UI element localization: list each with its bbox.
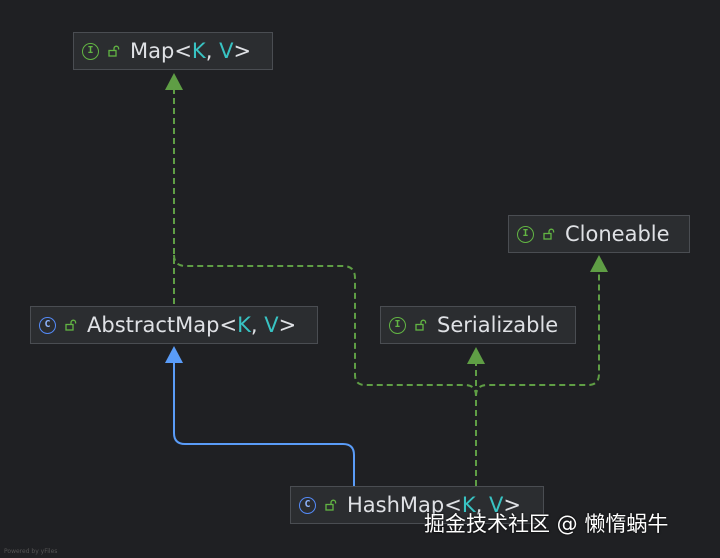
unlock-icon [415, 319, 427, 331]
edge-hashmap-extends-abstractmap [173, 363, 355, 486]
node-label: Serializable [437, 313, 559, 337]
unlock-icon [325, 499, 337, 511]
node-label: HashMap<K, V> [347, 493, 521, 517]
unlock-icon [108, 45, 120, 57]
unlock-icon [65, 319, 77, 331]
unlock-icon [543, 228, 555, 240]
arrowhead-serializable [467, 347, 485, 364]
node-hashmap[interactable]: C HashMap<K, V> [290, 486, 544, 524]
arrowhead-map [165, 73, 183, 90]
edge-hashmap-implements-cloneable [475, 272, 600, 486]
node-map[interactable]: I Map<K, V> [73, 32, 273, 70]
edge-hashmap-implements-map [173, 254, 477, 486]
corner-credit: Powered by yFiles [4, 548, 58, 555]
node-abstractmap[interactable]: C AbstractMap<K, V> [30, 306, 318, 344]
interface-icon: I [389, 316, 406, 334]
node-serializable[interactable]: I Serializable [380, 306, 576, 344]
node-label: Map<K, V> [130, 39, 252, 63]
interface-icon: I [517, 225, 534, 243]
node-label: AbstractMap<K, V> [87, 313, 297, 337]
class-icon: C [39, 316, 56, 334]
arrowhead-abstractmap [165, 346, 183, 363]
node-cloneable[interactable]: I Cloneable [508, 215, 690, 253]
arrowhead-cloneable [590, 255, 608, 272]
class-icon: C [299, 496, 316, 514]
node-label: Cloneable [565, 222, 670, 246]
watermark: 掘金技术社区 @ 懒惰蜗牛 [424, 512, 669, 536]
interface-icon: I [82, 42, 99, 60]
